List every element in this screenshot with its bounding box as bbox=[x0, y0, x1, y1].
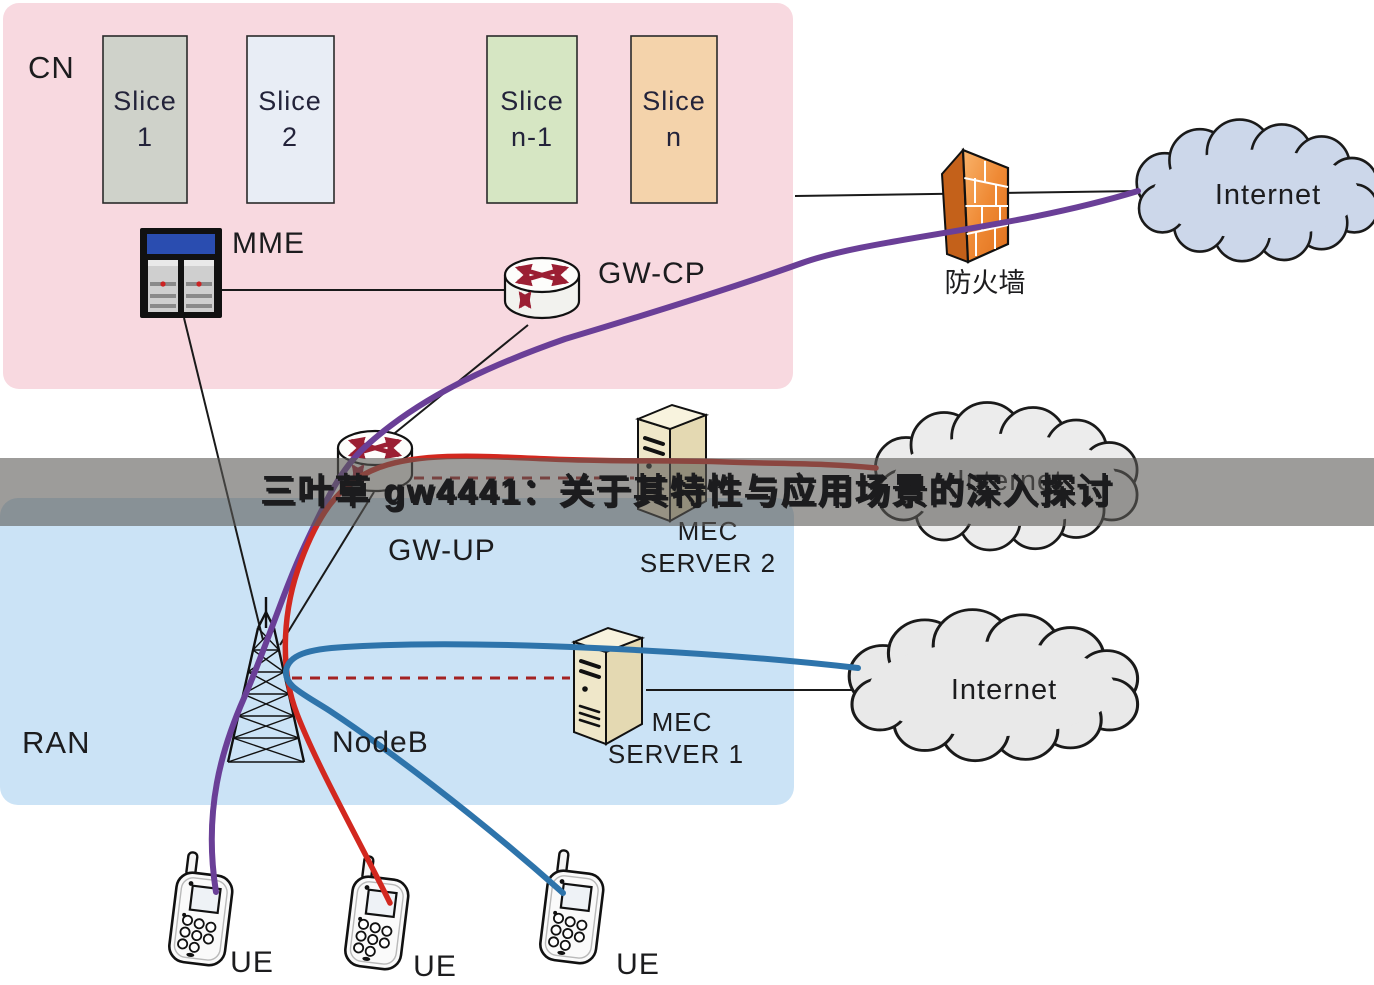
mec-server-2-label-line2: SERVER 2 bbox=[640, 548, 776, 578]
mec-server-1-label-line2: SERVER 1 bbox=[608, 739, 744, 769]
mec-server-1-label-line1: MEC bbox=[652, 707, 713, 737]
slice-1-label-line2: 1 bbox=[137, 122, 153, 152]
slice-2-box: Slice 2 bbox=[246, 35, 335, 204]
slice-n-rect bbox=[630, 35, 718, 204]
ue-2-phone-icon bbox=[342, 853, 414, 973]
slice-n-1-rect bbox=[486, 35, 578, 204]
slice-n-box: Slice n bbox=[630, 35, 718, 204]
slice-1-rect bbox=[102, 35, 188, 204]
internet-bottom-label: Internet bbox=[951, 674, 1057, 706]
slice-1-box: Slice 1 bbox=[102, 35, 188, 204]
ue-1-label: UE bbox=[230, 946, 274, 979]
title-text: 三叶草 gw4441：关于其特性与应用场景的深入探讨 bbox=[260, 471, 1113, 511]
gw-cp-label: GW-CP bbox=[598, 257, 706, 290]
slice-2-label-line2: 2 bbox=[282, 122, 298, 152]
internet-top-label: Internet bbox=[1215, 179, 1321, 211]
mme-icon bbox=[140, 228, 222, 318]
slice-n-label-line2: n bbox=[666, 122, 682, 152]
slice-n-1-label-line1: Slice bbox=[500, 86, 564, 116]
slice-n-label-line1: Slice bbox=[642, 86, 706, 116]
title-overlay-band bbox=[0, 458, 1374, 526]
gw-up-label: GW-UP bbox=[388, 534, 496, 567]
cn-region-label: CN bbox=[28, 50, 75, 85]
slice-2-rect bbox=[246, 35, 335, 204]
ue-2-label: UE bbox=[413, 950, 457, 983]
title-text-shadow: 三叶草 gw4441：关于其特性与应用场景的深入探讨 bbox=[262, 473, 1115, 513]
mme-label: MME bbox=[232, 227, 305, 260]
firewall-icon bbox=[940, 147, 1010, 264]
slice-1-label-line1: Slice bbox=[113, 86, 177, 116]
ue-3-phone-icon bbox=[537, 847, 609, 967]
ue3-to-internet-blue-line bbox=[283, 641, 861, 896]
gw-cp-router-icon bbox=[505, 258, 579, 318]
ran-region-label: RAN bbox=[22, 725, 90, 760]
nodeb-label: NodeB bbox=[332, 726, 429, 759]
slice-n-1-box: Slice n-1 bbox=[486, 35, 578, 204]
ue-3-label: UE bbox=[616, 948, 660, 981]
ue1-to-internet-purple-line bbox=[208, 188, 1141, 895]
ue-1-phone-icon bbox=[166, 849, 238, 969]
slice-n-1-label-line2: n-1 bbox=[511, 122, 553, 152]
slice-2-label-line1: Slice bbox=[258, 86, 322, 116]
firewall-label: 防火墙 bbox=[945, 268, 1026, 298]
